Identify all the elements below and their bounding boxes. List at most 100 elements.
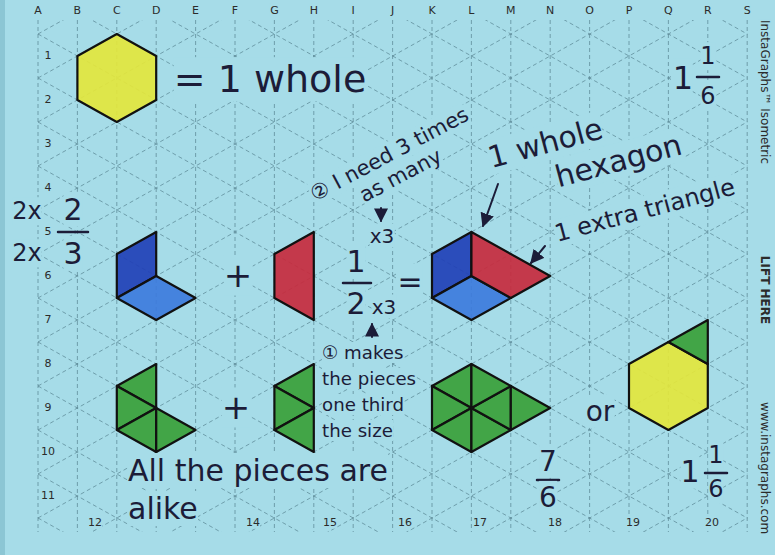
column-letter: M [506,4,516,17]
grid-line [38,20,747,254]
label-holder: 3 [63,237,82,272]
grid-line [38,20,747,386]
triangle-block [471,364,510,408]
pointer-arrow [380,208,382,221]
fraction-numeral: 6 [539,481,557,514]
label-holder: + [224,256,253,295]
triangle-block [668,320,707,364]
handwritten-note: All the pieces are alike [128,453,388,526]
fraction-numeral: 1 [346,244,365,279]
label-holder: 9 [45,402,52,415]
row-number: 3 [45,137,52,150]
column-letter: L [468,4,474,17]
handwritten-note: or [586,395,615,428]
column-number: 17 [473,516,487,529]
fraction-bar [343,282,371,285]
label-holder: 14 [246,517,260,530]
label-holder: 20 [705,517,719,530]
label-holder: 1 [700,43,715,71]
label-holder: 8 [45,358,52,371]
fraction-bar [58,231,88,234]
grid-line [38,166,747,532]
label-holder: B [74,5,82,18]
fraction-numeral: 1 [700,42,715,70]
column-number: 20 [705,516,719,529]
grid-line [38,20,39,532]
label-holder: 2 [63,193,82,228]
label-holder: J [391,5,394,18]
label-holder: ① makes the pieces one third the size [322,340,430,444]
row-number: 1 [45,49,52,62]
label-holder: = [397,265,422,300]
grid-line [38,20,747,122]
label-holder: Q [664,5,673,18]
column-letter: K [428,4,435,17]
label-holder: 16 [398,517,412,530]
triangle-block [511,386,550,430]
fraction-numeral: 1 [708,441,723,469]
column-number: 16 [398,516,412,529]
grid-line [38,298,747,532]
handwritten-note: x3 [370,224,395,248]
grid-line [38,166,747,532]
grid-line [589,20,590,532]
grid-line [38,20,747,34]
pointer-arrow [483,184,498,226]
pattern-blocks [77,34,707,452]
column-letter: I [352,4,355,17]
label-holder: 1 [673,60,693,97]
label-holder: 19 [626,517,640,530]
column-letter: P [626,4,633,17]
grid-line [38,342,747,532]
handwritten-note: ① makes the pieces one third the size [322,342,416,441]
row-number: 7 [45,313,52,326]
grid-line [38,210,747,532]
column-number: 14 [246,516,260,529]
label-holder: L [468,5,474,18]
label-holder: 18 [548,517,562,530]
fraction-numeral: 6 [708,475,723,503]
label-holder: 2 [45,94,52,107]
label-holder: A [34,5,42,18]
column-letter: B [74,4,82,17]
trapezoid-block [471,232,550,298]
grid-line [38,210,747,532]
fraction-numeral: 2 [63,192,82,227]
grid-line [38,20,747,342]
label-holder: 4 [45,182,52,195]
column-letter: D [152,4,160,17]
fraction-numeral: 2 [346,286,365,321]
grid-line [38,20,747,386]
label-holder: 5 [45,226,52,239]
label-holder: 15 [323,517,337,530]
column-letter: S [744,4,751,17]
label-holder: C [113,5,121,18]
column-letter: E [192,4,199,17]
label-holder: 1 [680,455,699,490]
column-letter: A [34,4,42,17]
pointer-arrow [531,246,545,263]
column-number: 15 [323,516,337,529]
label-holder: M [506,5,516,18]
fraction-numeral: 6 [700,82,715,110]
grid-line [747,20,748,532]
row-number: 5 [45,225,52,238]
column-number: 18 [548,516,562,529]
fraction-bar [705,472,727,475]
grid-line [38,78,747,474]
fraction-numeral: 3 [63,236,82,271]
row-number: 11 [41,489,55,502]
column-letter: G [270,4,279,17]
column-letter: N [546,4,554,17]
rhombus-block [117,276,196,320]
fraction-numeral: 1 [673,59,693,97]
row-number: 2 [45,93,52,106]
label-holder: All the pieces are alike [128,452,428,528]
label-holder: I [352,5,355,18]
row-number: 6 [45,269,52,282]
label-holder: G [270,5,279,18]
label-holder: 10 [41,446,55,459]
handwritten-note: 2x [12,197,41,225]
